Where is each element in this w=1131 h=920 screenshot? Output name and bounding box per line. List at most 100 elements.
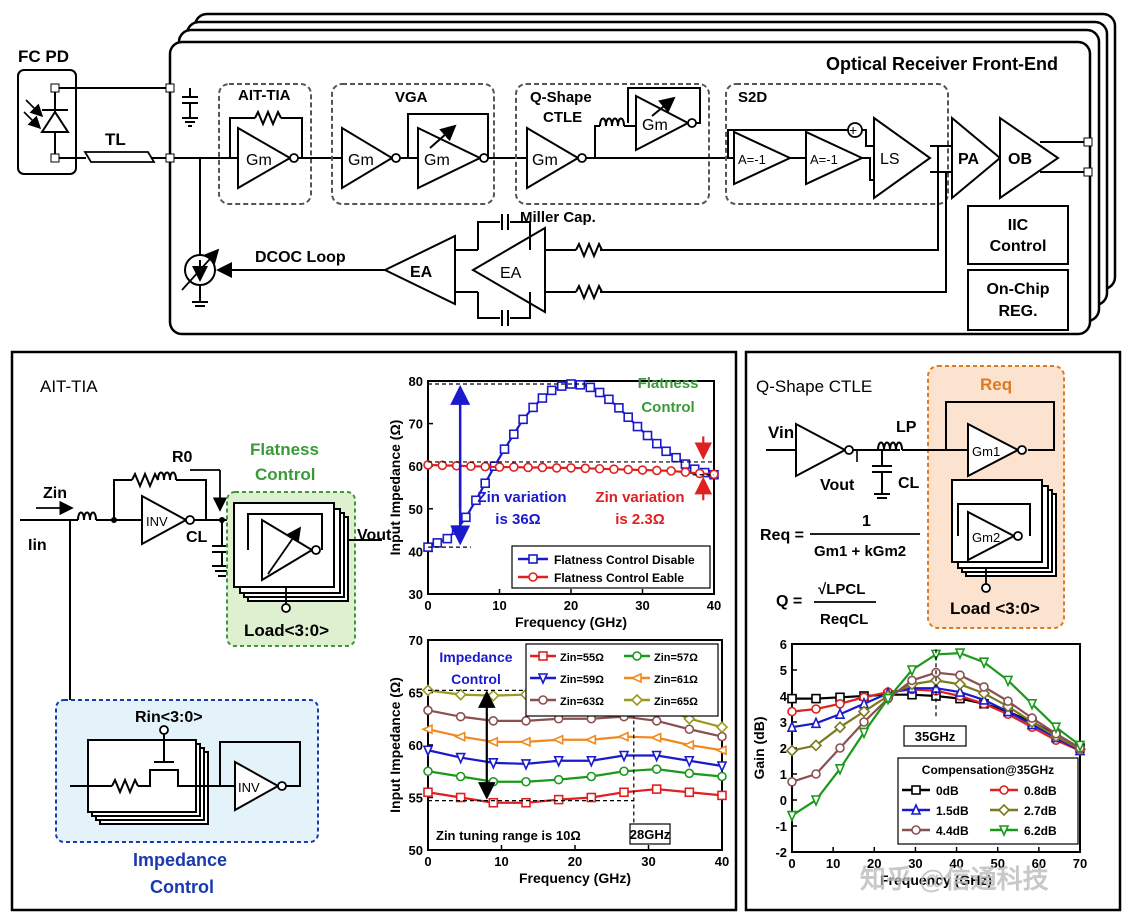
svg-text:Flatness: Flatness — [250, 440, 319, 459]
data-point — [906, 665, 918, 677]
data-point — [609, 464, 619, 474]
svg-text:Rin<3:0>: Rin<3:0> — [135, 709, 203, 726]
data-point — [486, 736, 499, 748]
aittia-label: AIT-TIA — [238, 87, 291, 104]
aittia-schematic: Zin Iin R0 INV CL Flatness Control — [20, 440, 392, 897]
data-point — [810, 716, 822, 729]
svg-text:1: 1 — [862, 513, 871, 530]
data-point — [521, 716, 531, 726]
data-point — [604, 394, 614, 405]
data-point — [537, 462, 548, 473]
data-point — [1050, 722, 1062, 735]
iic-control-box — [967, 205, 1069, 265]
data-point — [694, 468, 705, 479]
svg-text:A=-1: A=-1 — [738, 152, 766, 167]
x-tick-label: 30 — [641, 854, 655, 869]
data-point — [858, 727, 870, 740]
x-axis-label: Frequency (GHz) — [880, 872, 992, 888]
ctle-label-2: CTLE — [543, 109, 582, 126]
data-point — [1074, 740, 1086, 753]
data-point — [423, 766, 433, 777]
svg-text:IIC: IIC — [1008, 217, 1029, 234]
y-tick-label: 5 — [780, 663, 787, 678]
data-point — [651, 465, 662, 476]
data-point — [671, 452, 681, 463]
data-point — [553, 774, 564, 785]
y-tick-label: 4 — [780, 689, 788, 704]
miller-cap-label: Miller Cap. — [520, 209, 596, 226]
legend-label: Zin=61Ω — [654, 674, 698, 686]
data-point — [785, 744, 799, 757]
data-point — [717, 731, 727, 742]
data-point — [787, 693, 797, 704]
vga-label: VGA — [395, 89, 428, 106]
top-panel: Optical Receiver Front-End FC PD TL — [17, 12, 1117, 336]
data-point — [684, 724, 695, 735]
data-point — [809, 739, 823, 752]
svg-text:R0: R0 — [172, 449, 193, 466]
data-point — [551, 734, 564, 745]
chart-annotation: Impedance — [439, 649, 512, 665]
data-point — [811, 704, 821, 714]
svg-text:CL: CL — [898, 475, 920, 492]
data-point — [488, 797, 499, 808]
series-line — [427, 709, 723, 738]
data-point — [619, 787, 629, 798]
data-point — [551, 463, 562, 473]
data-point — [1002, 675, 1014, 688]
y-axis-label: Input Impedance (Ω) — [387, 677, 403, 813]
data-point — [523, 462, 533, 473]
svg-text:Req =: Req = — [760, 527, 804, 544]
legend-label: 1.5dB — [936, 804, 969, 818]
svg-text:+: + — [849, 122, 857, 138]
data-point — [528, 554, 538, 564]
data-point — [499, 444, 510, 454]
data-point — [661, 446, 671, 457]
data-point — [480, 478, 491, 489]
data-point — [466, 461, 476, 472]
x-tick-label: 20 — [867, 856, 881, 871]
legend-label: 0.8dB — [1024, 784, 1057, 798]
data-point — [786, 720, 798, 733]
data-point — [455, 771, 466, 782]
ctle-gm: Gm Gm — [526, 87, 734, 190]
data-point — [651, 750, 662, 763]
svg-text:√LPCL: √LPCL — [818, 581, 865, 598]
data-point — [566, 463, 576, 473]
ea-amp — [382, 234, 456, 306]
svg-text:Control: Control — [990, 238, 1047, 255]
data-point — [594, 463, 605, 474]
current-source-icon — [181, 158, 220, 307]
data-point — [1026, 698, 1038, 711]
s2d-stage: A=-1 A=-1 + LS — [727, 116, 932, 200]
chart-annotation: 35GHz — [915, 729, 956, 744]
svg-text:EA: EA — [500, 265, 522, 282]
y-tick-label: 0 — [780, 793, 787, 808]
data-point — [649, 732, 662, 743]
svg-text:Vin: Vin — [768, 423, 794, 442]
data-point — [580, 463, 591, 474]
data-point — [997, 803, 1011, 817]
data-point — [684, 755, 695, 768]
data-point — [717, 771, 727, 782]
front-end-title: Optical Receiver Front-End — [826, 54, 1058, 74]
data-point — [835, 743, 845, 753]
legend-label: 4.4dB — [936, 824, 969, 838]
x-tick-label: 40 — [707, 598, 721, 613]
data-point — [910, 803, 922, 815]
y-axis-label: Input Impedance (Ω) — [387, 420, 403, 556]
series-line — [427, 768, 723, 783]
data-point — [453, 731, 466, 742]
data-point — [455, 792, 466, 803]
data-point — [954, 685, 966, 697]
data-point — [998, 825, 1010, 837]
data-point — [553, 755, 564, 768]
data-point — [682, 739, 695, 751]
tl-label: TL — [105, 130, 126, 149]
fcpd-label: FC PD — [18, 47, 69, 66]
svg-text:EA: EA — [410, 264, 433, 281]
x-tick-label: 10 — [826, 856, 840, 871]
legend-title: Compensation@35GHz — [922, 763, 1054, 777]
